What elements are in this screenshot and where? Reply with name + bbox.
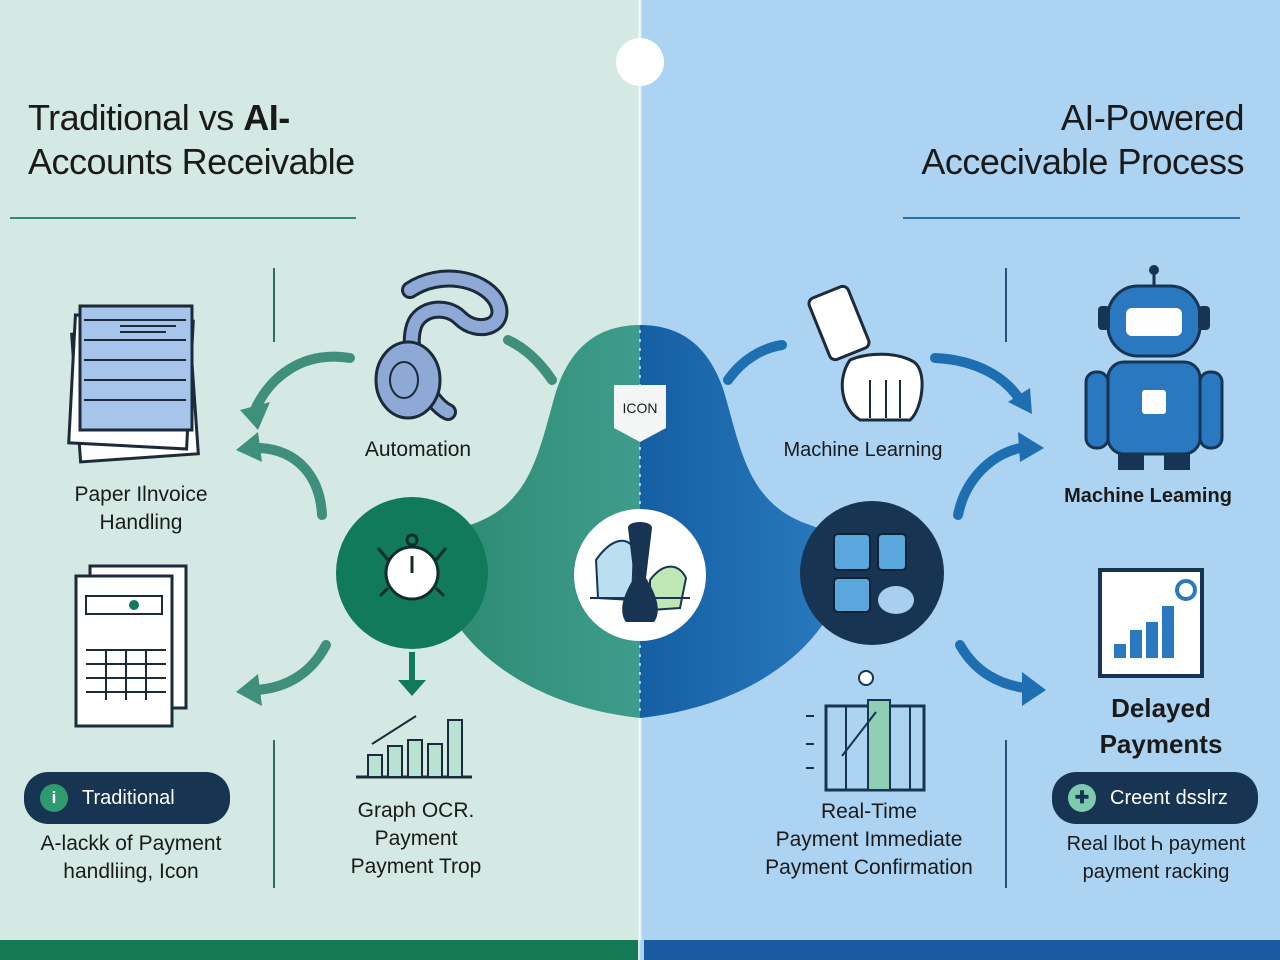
graph-ocr-label-line3: Payment Trop xyxy=(350,855,482,878)
delayed-payments-line1: Delayed xyxy=(1111,693,1211,723)
graph-ocr-label-line1: Graph OCR. xyxy=(357,799,475,822)
delayed-payments-label: Delayed Payments xyxy=(1068,690,1254,762)
left-arrow-1 xyxy=(250,351,355,415)
center-shape-left xyxy=(436,325,640,718)
invoice-icon xyxy=(74,564,188,728)
paper-stack-icon xyxy=(67,304,200,464)
traditional-pill-label: Traditional xyxy=(82,786,175,809)
machine-learning-label-right: Machine Leaming xyxy=(1064,485,1232,507)
ai-pill-label: Creent dsslrz xyxy=(1110,786,1228,809)
growth-chart-icon xyxy=(1098,568,1204,678)
robot-icon xyxy=(1084,265,1224,470)
graph-ocr-label: Graph OCR. Payment Payment Trop xyxy=(316,797,516,881)
icon-badge-shape xyxy=(614,385,666,442)
bar-chart-icon xyxy=(356,715,472,779)
right-arrow-1 xyxy=(723,340,787,385)
left-title-line2: Accounts Receivable xyxy=(28,141,355,182)
info-icon: i xyxy=(40,784,68,812)
right-arrow-2 xyxy=(930,353,1025,405)
left-footer-text: A-lackk of Payment handliing, Icon xyxy=(6,830,256,886)
traditional-pill[interactable]: i Traditional xyxy=(24,772,230,824)
left-title-bold: AI- xyxy=(243,97,290,138)
right-bottom-bar xyxy=(644,940,1280,960)
right-footer-line2: payment racking xyxy=(1082,861,1230,883)
left-footer-line1: A-lackk of Payment xyxy=(40,832,222,855)
left-arrow-4 xyxy=(503,335,557,385)
icon-badge-label: ICON xyxy=(622,400,658,416)
dashboard-circle xyxy=(800,501,944,645)
top-divider-dot xyxy=(616,38,664,86)
left-bottom-bar xyxy=(0,940,638,960)
right-arrow-3 xyxy=(953,443,1025,520)
left-title-line1: Traditional vs xyxy=(28,97,244,138)
hand-phone-icon xyxy=(807,284,924,422)
graph-ocr-label-line2: Payment xyxy=(374,827,458,850)
left-footer-line2: handliing, Icon xyxy=(63,860,199,883)
right-title-line2: Accecivable Process xyxy=(921,141,1244,182)
automation-label: Automation xyxy=(364,438,472,461)
left-arrow-2 xyxy=(255,443,327,520)
right-title: AI-Powered Accecivable Process xyxy=(921,96,1244,184)
ai-pill[interactable]: ✚ Creent dsslrz xyxy=(1052,772,1258,824)
paper-invoice-label: Paper Ilnvoice Handling xyxy=(36,481,246,537)
payment-chart-icon xyxy=(806,670,926,792)
realtime-payment-line2: Payment Immediate xyxy=(775,828,963,851)
left-title: Traditional vs AI- Accounts Receivable xyxy=(28,96,355,184)
machine-learning-label-top: Machine Learning xyxy=(783,439,943,461)
realtime-payment-label: Real-Time Payment Immediate Payment Conf… xyxy=(752,798,986,882)
paper-invoice-label-line2: Handling xyxy=(99,511,183,534)
delayed-payments-line2: Payments xyxy=(1099,729,1223,759)
plus-icon: ✚ xyxy=(1068,784,1096,812)
realtime-payment-line1: Real-Time xyxy=(820,800,918,823)
center-shape-right xyxy=(640,325,844,718)
right-footer-text: Real lbot Ꮒ payment payment racking xyxy=(1036,830,1276,886)
right-arrow-4 xyxy=(955,640,1031,693)
left-arrow-3 xyxy=(251,640,331,695)
right-title-line1: AI-Powered xyxy=(1060,97,1245,138)
phone-icon xyxy=(374,269,509,421)
right-footer-line1: Real lbot Ꮒ payment xyxy=(1066,833,1246,855)
paper-invoice-label-line1: Paper Ilnvoice xyxy=(74,483,208,506)
realtime-payment-line3: Payment Confirmation xyxy=(765,856,973,879)
